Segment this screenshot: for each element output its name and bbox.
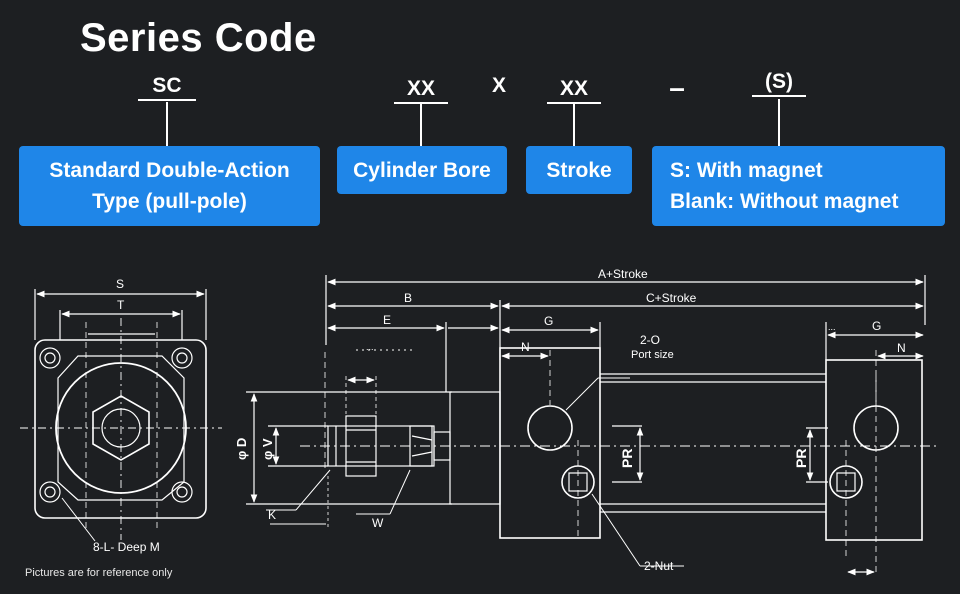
label-nut: 2-Nut xyxy=(644,559,674,573)
rear-cover xyxy=(825,359,923,541)
label-C: C+Stroke xyxy=(646,291,697,305)
type-line-1: Standard Double-Action xyxy=(49,159,290,182)
code-magnet: (S) xyxy=(752,70,806,97)
label-T: T xyxy=(117,298,125,312)
stem-series xyxy=(166,102,168,146)
bolt-hole-tl xyxy=(39,347,61,369)
front-plate xyxy=(34,339,207,519)
label-A: A+Stroke xyxy=(598,267,648,281)
label-B: B xyxy=(404,291,412,305)
type-line-2: Type (pull-pole) xyxy=(92,190,247,213)
label-G-right: G xyxy=(872,319,881,333)
magnet-line-1: S: With magnet xyxy=(670,159,823,182)
label-dots-right: ... xyxy=(828,322,836,332)
stem-bore xyxy=(420,104,422,146)
code-stroke: XX xyxy=(547,77,601,104)
label-dots: ... xyxy=(366,342,374,352)
label-PR-right: PR xyxy=(793,449,809,468)
label-N-right: N xyxy=(897,341,906,355)
bolt-hole-br xyxy=(171,481,193,503)
label-port-size: Port size xyxy=(631,349,674,361)
port-left xyxy=(527,405,573,451)
label-W: W xyxy=(372,516,384,530)
label-phiD: φ D xyxy=(234,438,249,460)
stem-stroke xyxy=(573,104,575,146)
front-bushing xyxy=(449,391,501,505)
bore-label: Cylinder Bore xyxy=(353,158,491,182)
label-bolt-holes: 8-L- Deep M xyxy=(93,540,160,554)
head-cover xyxy=(499,347,601,539)
type-box: Standard Double-Action Type (pull-pole) xyxy=(19,146,320,226)
stroke-box: Stroke xyxy=(526,146,632,194)
label-S: S xyxy=(116,277,124,291)
stem-magnet xyxy=(778,99,780,146)
code-series: SC xyxy=(138,74,196,101)
magnet-line-2: Blank: Without magnet xyxy=(670,190,899,213)
magnet-box: S: With magnet Blank: Without magnet xyxy=(652,146,945,226)
label-G-left: G xyxy=(544,314,553,328)
reference-footnote: Pictures are for reference only xyxy=(25,567,173,579)
code-dash: – xyxy=(669,72,685,103)
label-port-count: 2-O xyxy=(640,333,660,347)
front-rod-nut xyxy=(92,395,150,461)
bolt-hole-tr xyxy=(171,347,193,369)
page-title: Series Code xyxy=(80,16,317,60)
label-E: E xyxy=(383,313,391,327)
front-view xyxy=(20,289,222,542)
code-times: X xyxy=(491,74,506,97)
label-phiV: φ V xyxy=(260,438,275,460)
label-N-left: N xyxy=(521,340,530,354)
side-view xyxy=(246,275,940,576)
stroke-label: Stroke xyxy=(546,158,612,182)
label-K: K xyxy=(268,508,276,522)
code-bore: XX xyxy=(394,77,448,104)
bore-box: Cylinder Bore xyxy=(337,146,507,194)
bolt-hole-bl xyxy=(39,481,61,503)
label-PR-left: PR xyxy=(619,449,635,468)
